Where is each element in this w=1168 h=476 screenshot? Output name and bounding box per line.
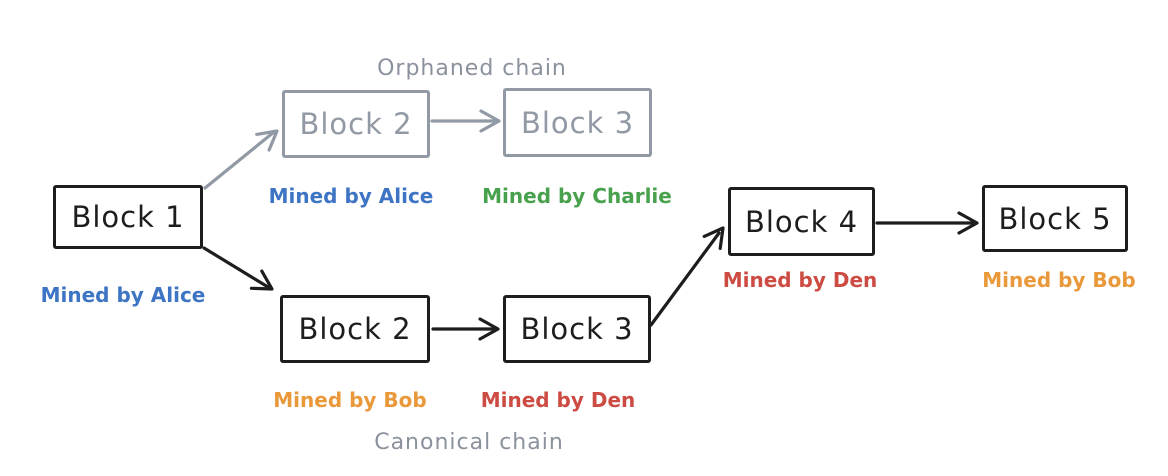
canonical-block-2-miner-label: Mined by Bob: [273, 388, 427, 412]
canonical-block-2-label: Block 2: [298, 312, 412, 346]
orphaned-block-2-label: Block 2: [299, 107, 413, 141]
block-5: Block 5: [982, 185, 1128, 252]
orphaned-block-3-label: Block 3: [520, 105, 635, 140]
block-5-miner-label: Mined by Bob: [982, 268, 1136, 292]
block-5-label: Block 5: [998, 201, 1112, 236]
canonical-block-3-label: Block 3: [520, 312, 634, 346]
block-1-miner-label: Mined by Alice: [40, 283, 206, 307]
canonical-block-3-miner-label: Mined by Den: [480, 388, 636, 412]
block-4-label: Block 4: [744, 204, 859, 239]
orphaned-block-3: Block 3: [503, 88, 652, 157]
arrow-canonical-block3-to-block4: [649, 226, 725, 327]
block-4-miner-label: Mined by Den: [722, 268, 878, 292]
orphaned-block-2-miner-label: Mined by Alice: [268, 184, 434, 208]
orphaned-block-2: Block 2: [282, 90, 430, 158]
orphaned-chain-title: Orphaned chain: [377, 56, 567, 81]
arrow-orphaned-block2-to-block3: [430, 109, 501, 133]
canonical-chain-title: Canonical chain: [374, 430, 564, 455]
arrow-canonical-block2-to-block3: [431, 317, 500, 341]
canonical-block-3: Block 3: [503, 295, 651, 363]
orphaned-block-3-miner-label: Mined by Charlie: [482, 184, 672, 208]
block-1: Block 1: [53, 185, 203, 249]
arrow-block4-to-block5: [875, 211, 979, 235]
arrow-block1-to-orphaned-block2: [203, 129, 279, 190]
arrow-block1-to-canonical-block2: [202, 246, 274, 291]
canonical-block-2: Block 2: [280, 295, 430, 363]
block-4: Block 4: [728, 187, 875, 256]
block-1-label: Block 1: [71, 200, 185, 234]
